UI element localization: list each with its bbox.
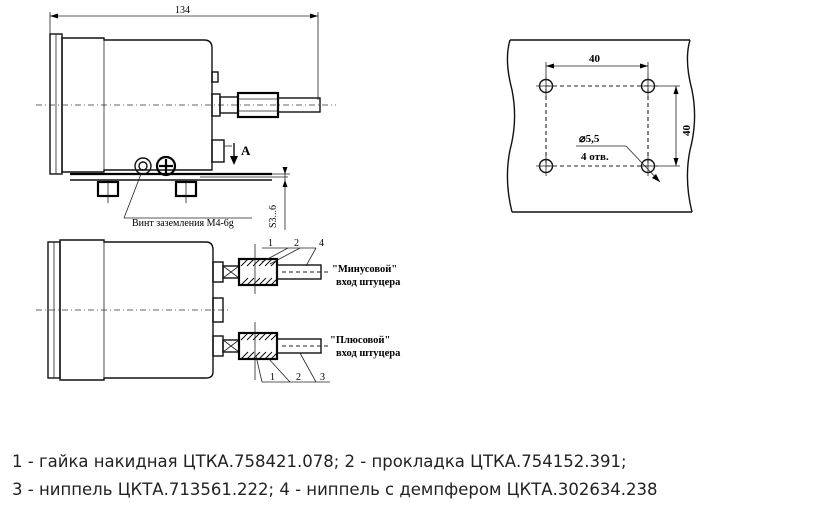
ground-screw-icon — [134, 157, 152, 175]
hole-diameter: ⌀5,5 — [579, 133, 600, 145]
hole-count: 4 отв. — [581, 151, 609, 163]
dimension-40-horizontal: 40 — [589, 53, 601, 65]
caption-line-2: 3 - ниппель ЦКТА.713561.222; 4 - ниппель… — [12, 480, 658, 499]
hole-centers-outline — [545, 85, 649, 167]
callout-top-2: 2 — [294, 238, 299, 249]
ground-symbol-icon — [155, 155, 177, 177]
callout-bottom-1: 1 — [270, 372, 275, 383]
gauge-body-plan — [59, 239, 214, 381]
view-label-a: A — [241, 143, 251, 158]
caption-line-1: 1 - гайка накидная ЦТКА.758421.078; 2 - … — [12, 452, 627, 471]
callout-bottom-3: 3 — [320, 372, 325, 383]
mount-holes — [536, 76, 658, 176]
plan-view: 1 2 4 1 2 3 "Минусовой" вход штуцера "Пл… — [36, 238, 401, 383]
gap-dimension: S3...6 — [268, 205, 279, 228]
callout-top-1: 1 — [268, 238, 273, 249]
plus-input-label: "Плюсовой" — [330, 335, 390, 346]
technical-drawing: A Винт заземления М4-6g 134 S3...6 — [36, 5, 696, 383]
plus-input-desc: вход штуцера — [336, 348, 401, 359]
dimension-134: 134 — [175, 5, 190, 16]
dimension-40-vertical: 40 — [681, 125, 693, 137]
minus-input-label: "Минусовой" — [332, 264, 397, 275]
side-view: A Винт заземления М4-6g 134 S3...6 — [36, 5, 336, 230]
hole-pattern: 40 40 ⌀5,5 4 отв. — [506, 39, 696, 213]
callout-bottom-2: 2 — [296, 372, 301, 383]
grounding-screw-label: Винт заземления М4-6g — [132, 218, 234, 229]
callout-top-4: 4 — [319, 238, 324, 249]
nipple — [277, 97, 321, 113]
minus-input-desc: вход штуцера — [336, 277, 401, 288]
